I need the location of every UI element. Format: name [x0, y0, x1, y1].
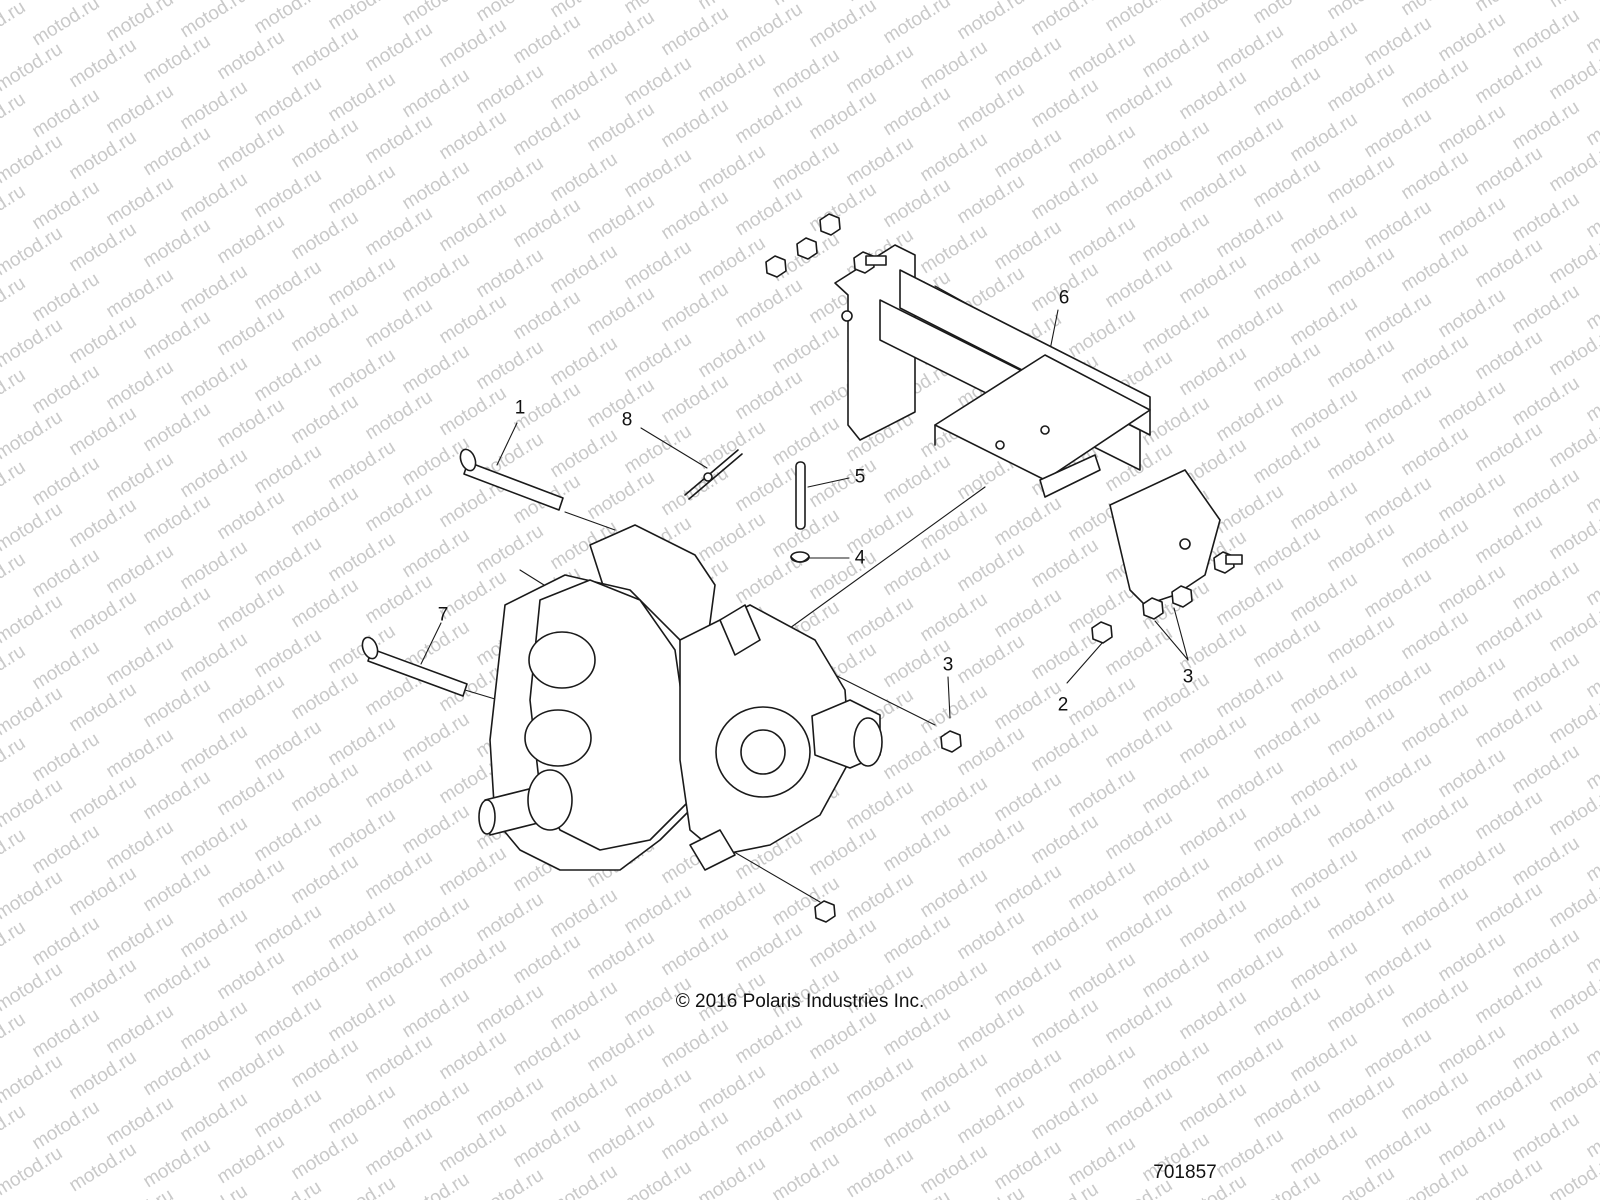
callout-7: 7: [437, 604, 449, 626]
callout-2: 2: [1057, 694, 1069, 716]
callout-8: 8: [621, 409, 633, 431]
callout-5: 5: [854, 466, 866, 488]
nut-a: [765, 255, 787, 278]
callout-leaders: [420, 309, 1189, 719]
callout-1: 1: [514, 397, 526, 419]
cable-tie-8: [684, 449, 743, 500]
nut-c: [819, 213, 841, 236]
long-bolt-7: [361, 636, 468, 697]
nut-b: [796, 237, 818, 260]
callout-6: 6: [1058, 287, 1070, 309]
callout-3a: 3: [942, 654, 954, 676]
bolt-2: [1091, 621, 1113, 644]
document-number: 701857: [1153, 1162, 1217, 1183]
nut-3b-1: [1171, 585, 1193, 608]
nut-3b-2: [1142, 597, 1164, 620]
callout-3b: 3: [1182, 666, 1194, 688]
nut-3a: [940, 730, 962, 753]
copyright-notice: © 2016 Polaris Industries Inc.: [675, 991, 925, 1012]
pin-5: [795, 461, 806, 530]
mount-bracket-6: [834, 244, 1221, 606]
long-bolt-1: [459, 448, 564, 511]
hardware: [765, 213, 1243, 923]
clip-4: [790, 551, 810, 563]
transmission-assembly: [478, 524, 883, 871]
callout-4: 4: [854, 547, 866, 569]
flange-nut: [814, 900, 836, 923]
